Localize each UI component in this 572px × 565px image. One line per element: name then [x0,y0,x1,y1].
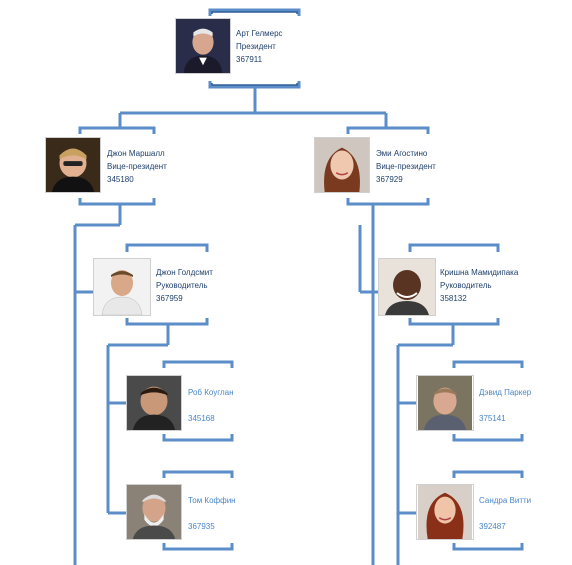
name-krishna-mamidipaka: Кришна Мамидипака [440,268,519,277]
title-art-gelmers: Президент [236,42,276,51]
avatar-art-gelmers [175,18,231,74]
name-rob-coughlan: Роб Коуглан [188,388,234,397]
avatar-krishna-mamidipaka [378,258,436,316]
info-amy-agostino: Эми Агостино Вице-президент 367929 [376,147,436,186]
avatar-john-goldsmith [93,258,151,316]
name-amy-agostino: Эми Агостино [376,149,428,158]
info-sandra-vitti: Сандра Витти 392487 [479,494,531,533]
title-amy-agostino: Вице-президент [376,162,436,171]
name-john-marshall: Джон Маршалл [107,149,165,158]
name-art-gelmers: Арт Гелмерс [236,29,283,38]
title-john-marshall: Вице-президент [107,162,167,171]
name-sandra-vitti: Сандра Витти [479,496,532,505]
info-john-marshall: Джон Маршалл Вице-президент 345180 [107,147,167,186]
id-amy-agostino: 367929 [376,175,403,184]
id-tom-coffin: 367935 [188,522,215,531]
info-art-gelmers: Арт Гелмерс Президент 367911 [236,27,283,66]
name-john-goldsmith: Джон Голдсмит [156,268,213,277]
title-john-goldsmith: Руководитель [156,281,208,290]
id-sandra-vitti: 392487 [479,522,506,531]
id-rob-coughlan: 345168 [188,414,215,423]
avatar-amy-agostino [314,137,370,193]
avatar-david-parker [416,375,474,431]
id-david-parker: 375141 [479,414,506,423]
avatar-john-marshall [45,137,101,193]
name-tom-coffin: Том Коффин [188,496,236,505]
avatar-tom-coffin [126,484,182,540]
info-tom-coffin: Том Коффин 367935 [188,494,236,533]
title-krishna-mamidipaka: Руководитель [440,281,492,290]
info-rob-coughlan: Роб Коуглан 345168 [188,386,234,425]
avatar-sandra-vitti [416,484,474,540]
info-john-goldsmith: Джон Голдсмит Руководитель 367959 [156,266,213,305]
info-david-parker: Дэвид Паркер 375141 [479,386,531,425]
id-john-goldsmith: 367959 [156,294,183,303]
id-krishna-mamidipaka: 358132 [440,294,467,303]
name-david-parker: Дэвид Паркер [479,388,532,397]
info-krishna-mamidipaka: Кришна Мамидипака Руководитель 358132 [440,266,518,305]
id-art-gelmers: 367911 [236,55,263,64]
avatar-rob-coughlan [126,375,182,431]
id-john-marshall: 345180 [107,175,134,184]
